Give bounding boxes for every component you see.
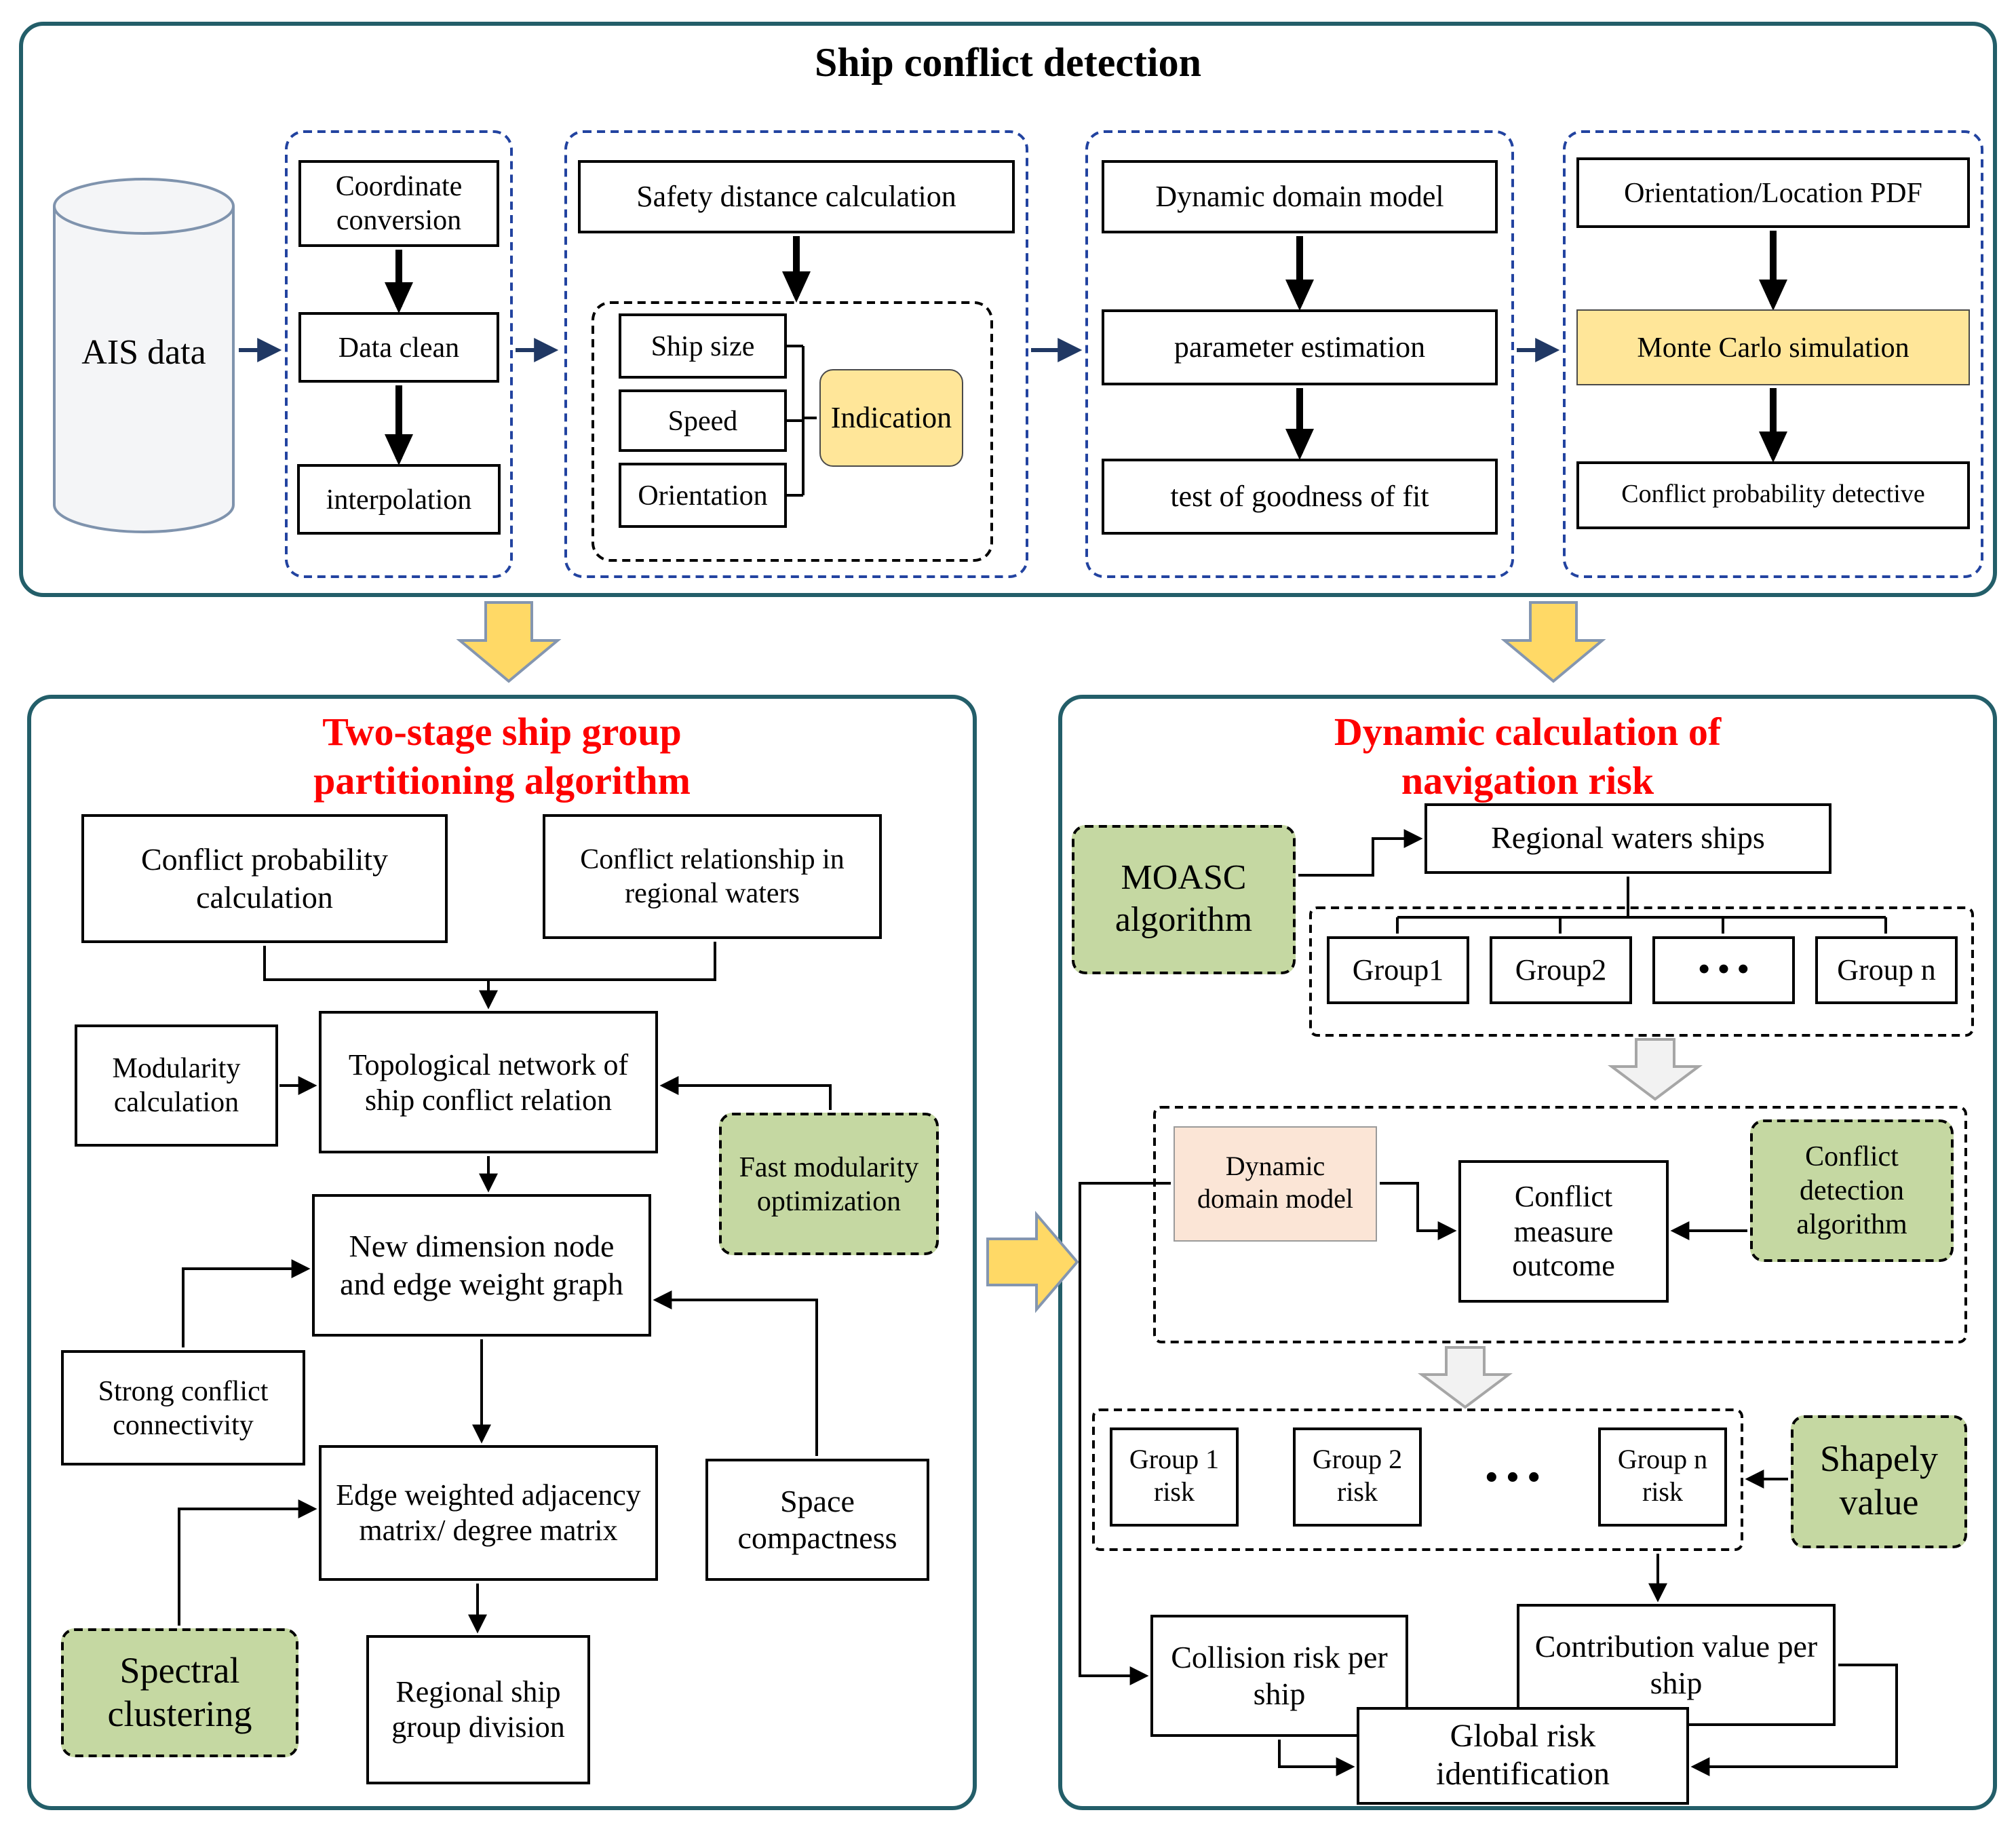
ship-size-box: Ship size — [619, 313, 787, 379]
spectral-clustering-box: Spectral clustering — [61, 1628, 298, 1757]
group-risks-container — [1092, 1408, 1743, 1551]
flow-arrow-left-to-right-panel — [986, 1210, 1079, 1314]
regional-ship-group-division-box: Regional ship group division — [366, 1635, 590, 1784]
data-clean-box: Data clean — [298, 312, 499, 383]
monte-carlo-box: Monte Carlo simulation — [1576, 309, 1970, 385]
flow-arrow-down-left — [456, 601, 562, 683]
orientation-location-pdf-box: Orientation/Location PDF — [1576, 157, 1970, 228]
space-compactness-box: Space compactness — [705, 1459, 929, 1581]
strong-conflict-connectivity-box: Strong conflict connectivity — [61, 1350, 305, 1465]
flow-arrow-down-right — [1500, 601, 1606, 683]
connector-factors-to-indication — [787, 345, 817, 497]
group2-box: Group2 — [1490, 936, 1632, 1004]
parameter-estimation-box: parameter estimation — [1102, 309, 1498, 385]
regional-waters-ships-box: Regional waters ships — [1424, 803, 1831, 874]
groups-container — [1309, 906, 1974, 1037]
goodness-of-fit-box: test of goodness of fit — [1102, 459, 1498, 535]
arrow-spectral-to-edgeweighted — [178, 1499, 317, 1626]
dynamic-domain-model-box: Dynamic domain model — [1102, 160, 1498, 233]
speed-box: Speed — [619, 389, 787, 452]
modularity-calculation-box: Modularity calculation — [75, 1024, 278, 1147]
right-panel-title: Dynamic calculation of navigation risk — [1283, 708, 1772, 807]
ais-data-label: AIS data — [81, 332, 206, 372]
dynamic-domain-model-small-box: Dynamic domain model — [1174, 1126, 1377, 1242]
edge-weighted-matrix-box: Edge weighted adjacency matrix/ degree m… — [319, 1445, 658, 1581]
arrow-space-to-newdim — [653, 1290, 818, 1456]
arrow-domainmodel-to-collision — [1079, 1182, 1171, 1685]
group-dots-box: • • • — [1652, 936, 1795, 1004]
left-panel-title-line2: partitioning algorithm — [313, 760, 691, 804]
conflict-probability-calculation-box: Conflict probability calculation — [81, 814, 448, 943]
indication-box: Indication — [819, 369, 963, 467]
flow-arrow-measure-to-risks — [1418, 1346, 1513, 1409]
coordinate-conversion-box: Coordinate conversion — [298, 160, 499, 247]
moasc-algorithm-box: MOASC algorithm — [1072, 825, 1296, 974]
shapely-value-box: Shapely value — [1791, 1415, 1967, 1548]
connector-regional-to-groups — [1396, 877, 1887, 934]
arrow-strong-to-newdim — [182, 1259, 311, 1347]
risk-dots: • • • — [1485, 1457, 1540, 1497]
arrow-domainmodel-to-measure — [1380, 1182, 1457, 1240]
safety-distance-stage-container — [564, 130, 1028, 578]
connector-sources-merge — [263, 942, 716, 981]
domain-model-stage-container — [1085, 130, 1514, 578]
conflict-measure-container — [1153, 1106, 1967, 1343]
new-dimension-graph-box: New dimension node and edge weight graph — [312, 1194, 651, 1337]
safety-distance-box: Safety distance calculation — [578, 160, 1015, 233]
arrow-contribution-to-global — [1690, 1664, 1898, 1776]
arrow-collision-to-global — [1278, 1740, 1355, 1776]
interpolation-box: interpolation — [297, 464, 501, 535]
fast-modularity-optimization-box: Fast modularity optimization — [719, 1113, 939, 1255]
top-panel-title: Ship conflict detection — [815, 41, 1201, 85]
conflict-detection-algorithm-box: Conflict detection algorithm — [1750, 1119, 1954, 1262]
partitioning-algorithm-panel — [27, 695, 977, 1810]
conflict-measure-outcome-box: Conflict measure outcome — [1458, 1160, 1669, 1303]
arrow-moasc-to-regional — [1298, 829, 1423, 877]
left-panel-title: Two-stage ship group partitioning algori… — [258, 708, 746, 807]
global-risk-identification-box: Global risk identification — [1357, 1707, 1689, 1805]
group1-box: Group1 — [1327, 936, 1469, 1004]
orientation-box: Orientation — [619, 463, 787, 528]
topological-network-box: Topological network of ship conflict rel… — [319, 1011, 658, 1153]
ship-conflict-detection-panel — [19, 22, 1997, 597]
group-n-box: Group n — [1815, 936, 1958, 1004]
left-panel-title-line1: Two-stage ship group — [322, 711, 682, 754]
preprocess-stage-container — [285, 130, 513, 578]
conflict-probability-detective-box: Conflict probability detective — [1576, 461, 1970, 529]
right-panel-title-line2: navigation risk — [1401, 760, 1654, 804]
right-panel-title-line1: Dynamic calculation of — [1334, 711, 1722, 754]
group1-risk-box: Group 1 risk — [1110, 1427, 1239, 1527]
ais-database-cylinder — [53, 178, 235, 533]
flow-arrow-groups-to-measure — [1608, 1038, 1703, 1101]
monte-carlo-stage-container — [1563, 130, 1983, 578]
arrow-fastmod-to-topological — [659, 1076, 832, 1110]
conflict-relationship-box: Conflict relationship in regional waters — [543, 814, 882, 939]
group2-risk-box: Group 2 risk — [1293, 1427, 1422, 1527]
group-n-risk-box: Group n risk — [1598, 1427, 1727, 1527]
